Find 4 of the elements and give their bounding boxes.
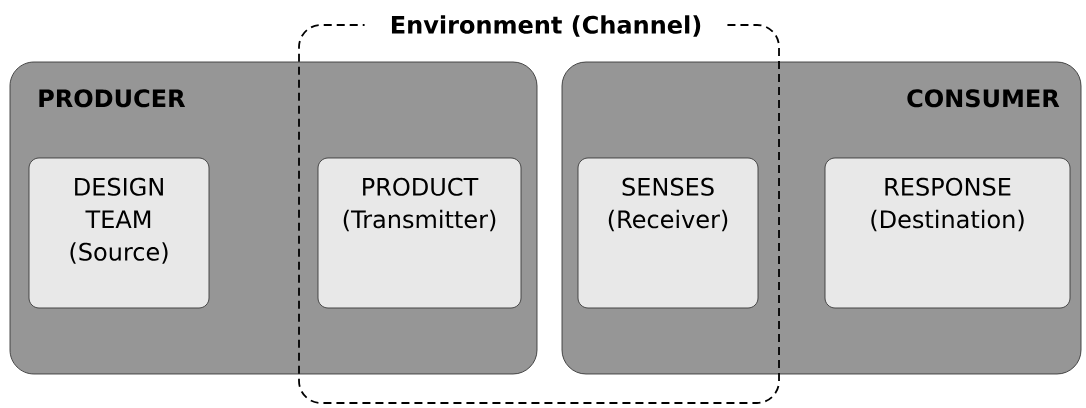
process-box: DESIGN TEAM (Source) <box>28 157 210 309</box>
process-box: SENSES (Receiver) <box>577 157 759 309</box>
process-box: RESPONSE (Destination) <box>824 157 1071 309</box>
process-box: PRODUCT (Transmitter) <box>317 157 522 309</box>
